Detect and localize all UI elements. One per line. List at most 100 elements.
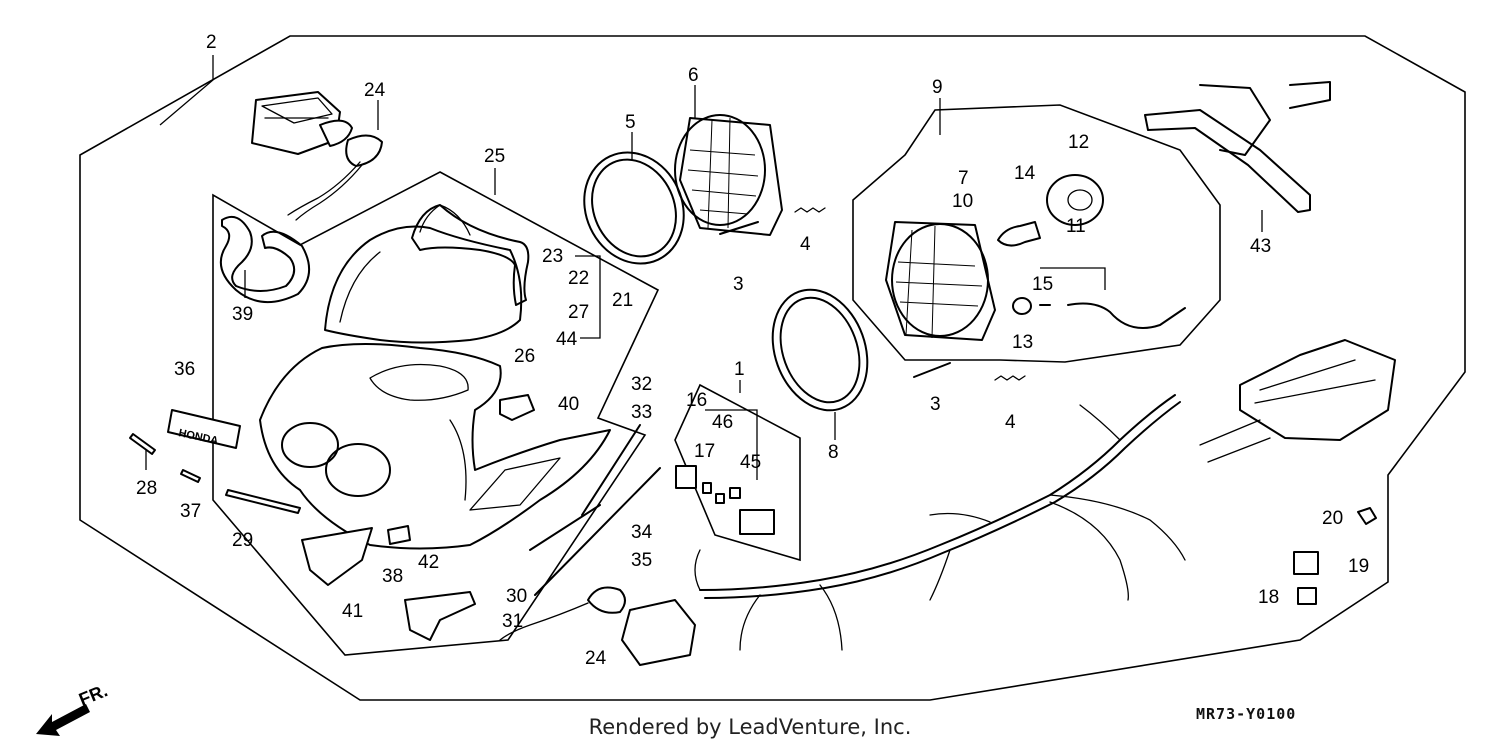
harness-group-border (674, 383, 801, 562)
headlight-ring-8 (771, 288, 869, 412)
callout-10: 10 (952, 191, 973, 212)
honda-emblem: HONDA (167, 409, 241, 449)
screw-3a (719, 221, 759, 235)
turn-signal-upper (251, 91, 383, 221)
callout-8: 8 (828, 442, 839, 463)
headlight-group-border (852, 104, 1221, 363)
callout-3-lower: 3 (930, 394, 941, 415)
assembly-border (79, 35, 1466, 701)
callout-21: 21 (612, 290, 633, 311)
callout-15: 15 (1032, 274, 1053, 295)
headlight-unit-7 (885, 221, 996, 341)
diagram-code: MR73-Y0100 (1196, 705, 1297, 723)
callout-39: 39 (232, 304, 253, 325)
callout-40: 40 (558, 394, 579, 415)
callout-37: 37 (180, 501, 201, 522)
callout-26: 26 (514, 346, 535, 367)
callout-20: 20 (1322, 508, 1343, 529)
strip-37 (180, 469, 201, 483)
bulb-14 (997, 221, 1041, 247)
callout-41: 41 (342, 601, 363, 622)
relay-box (739, 509, 775, 535)
callout-4-lower: 4 (1005, 412, 1016, 433)
callout-13: 13 (1012, 332, 1033, 353)
relay-19 (1293, 551, 1319, 575)
screw-3b (913, 362, 951, 378)
callout-23: 23 (542, 246, 563, 267)
callout-16: 16 (686, 390, 707, 411)
clip-46 (715, 493, 725, 504)
spring-4b (994, 375, 1026, 381)
front-direction-arrow-icon: FR. (36, 682, 110, 736)
windscreen (324, 204, 523, 344)
callout-4-upper: 4 (800, 234, 811, 255)
callout-9: 9 (932, 77, 943, 98)
callout-11: 11 (1066, 216, 1086, 237)
relay-18 (1297, 587, 1317, 605)
strip-28 (129, 433, 156, 455)
callout-19: 19 (1348, 556, 1369, 577)
clip-17 (702, 482, 712, 494)
leader-11 (1040, 267, 1106, 290)
footer-credit: Rendered by LeadVenture, Inc. (588, 715, 912, 739)
callout-33: 33 (631, 402, 652, 423)
callout-28: 28 (136, 478, 157, 499)
callout-3-upper: 3 (733, 274, 744, 295)
strip-29 (225, 489, 301, 514)
upper-cowl (259, 343, 611, 550)
callout-27: 27 (568, 302, 589, 323)
callout-44: 44 (556, 329, 578, 350)
callout-32: 32 (631, 374, 652, 395)
leader-2 (159, 55, 214, 126)
callout-36: 36 (174, 359, 195, 380)
headlight-unit-6 (674, 114, 783, 236)
leader-16-46 (705, 409, 758, 480)
strip-34 (534, 467, 661, 596)
callout-30: 30 (506, 586, 527, 607)
turn-signal-lower (499, 586, 696, 666)
inner-panel-41 (301, 527, 373, 586)
callout-24-upper: 24 (364, 80, 386, 101)
callout-1: 1 (734, 359, 745, 380)
callout-46: 46 (712, 412, 733, 433)
strip-32 (581, 424, 641, 516)
socket-12-inner (1067, 189, 1093, 211)
grommet-20 (1357, 507, 1377, 525)
callout-42: 42 (418, 552, 439, 573)
callout-14: 14 (1014, 163, 1036, 184)
clip-45 (729, 487, 741, 499)
callout-31: 31 (502, 611, 523, 632)
headlight-ring-8-inner (779, 296, 861, 404)
callout-18: 18 (1258, 587, 1279, 608)
callout-7: 7 (958, 168, 969, 189)
headlight-ring-5 (583, 151, 685, 265)
callout-35: 35 (631, 550, 652, 571)
main-wire-harness (694, 394, 1186, 651)
callout-45: 45 (740, 452, 761, 473)
callout-17: 17 (694, 441, 715, 462)
inner-trim (411, 204, 530, 306)
callout-43: 43 (1250, 236, 1271, 257)
spring-4a (794, 207, 826, 213)
callout-2: 2 (206, 32, 217, 53)
fairing-stay-43 (1144, 81, 1331, 213)
connector-16 (675, 465, 697, 489)
cowl-group-border (212, 171, 660, 656)
pad-40 (499, 394, 535, 421)
leader-22-23 (575, 255, 601, 339)
callout-6: 6 (688, 65, 699, 86)
mirror-bracket (219, 216, 310, 304)
inner-panel-42 (404, 591, 476, 641)
socket-13 (1012, 297, 1032, 315)
callout-29: 29 (232, 530, 253, 551)
callout-12: 12 (1068, 132, 1089, 153)
front-label: FR. (76, 682, 110, 710)
callout-22: 22 (568, 268, 589, 289)
callout-38: 38 (382, 566, 403, 587)
callout-24-lower: 24 (585, 648, 607, 669)
pad-38 (387, 525, 411, 545)
sub-harness-11 (1067, 302, 1186, 329)
callout-25: 25 (484, 146, 505, 167)
rear-frame (1199, 339, 1396, 463)
